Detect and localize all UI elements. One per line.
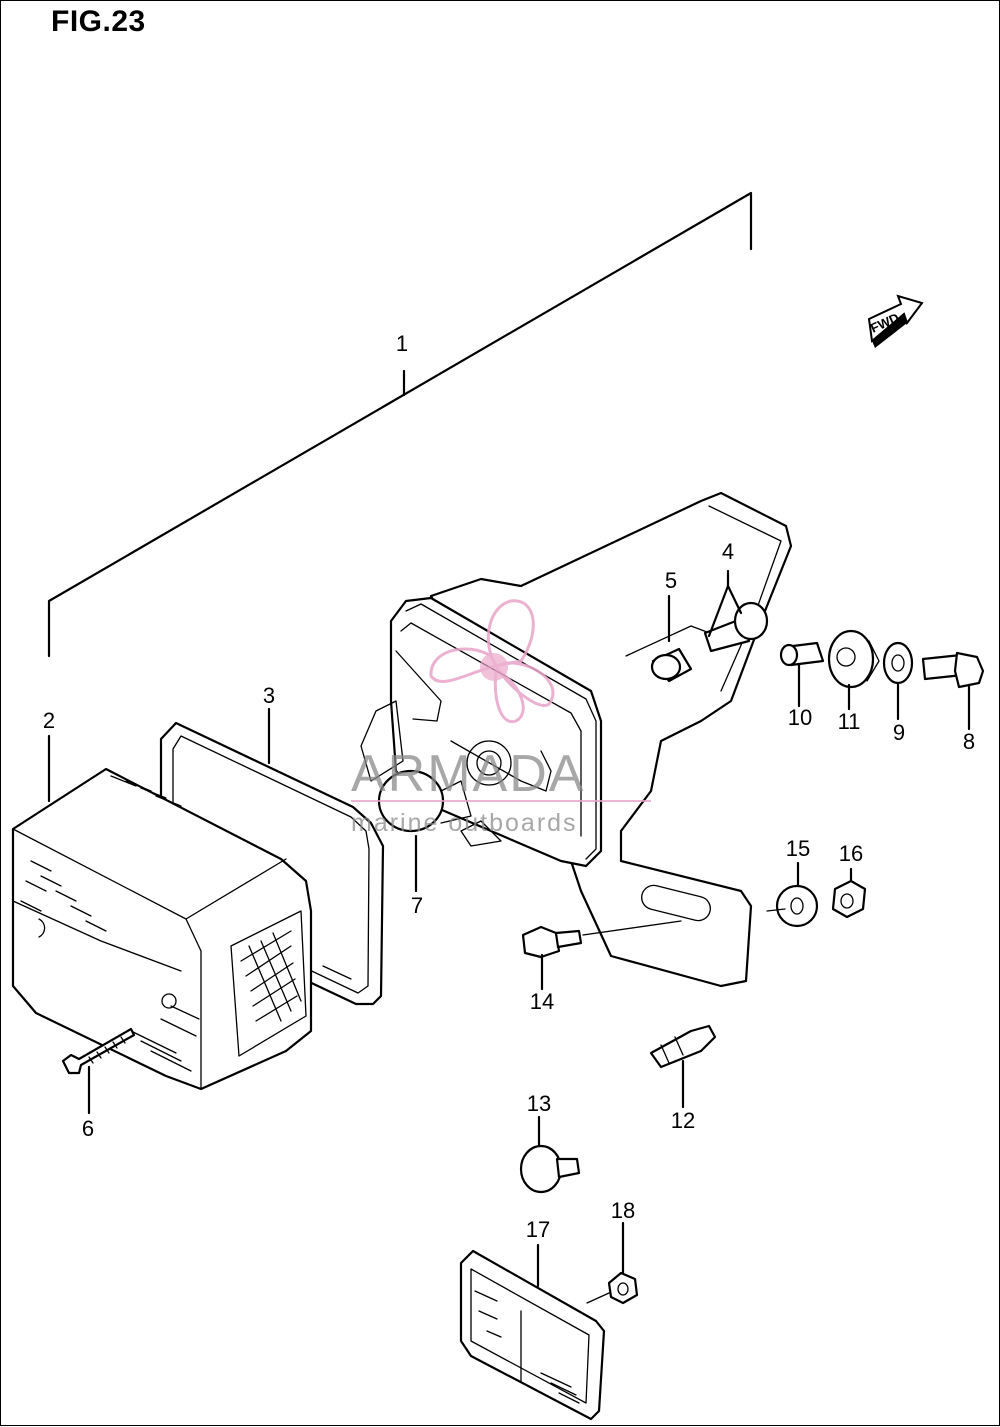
callout-4: 4: [722, 539, 734, 564]
washer: [882, 641, 914, 685]
callout-5: 5: [665, 568, 677, 593]
callout-18: 18: [611, 1198, 635, 1223]
license-lamp-lens: [459, 1249, 606, 1421]
callout-11: 11: [838, 709, 861, 734]
watermark-brand: ARMADA: [351, 745, 585, 803]
hex-nut: [831, 879, 867, 919]
mounting-bracket: [429, 491, 793, 988]
grommet: [827, 629, 880, 689]
license-plate-bulb: [519, 1144, 581, 1194]
callout-14: 14: [530, 989, 554, 1014]
flange-bolt: [521, 920, 682, 959]
callout-12: 12: [671, 1108, 695, 1133]
mounting-bolt: [703, 601, 769, 653]
assembly-bracket-line: [47, 191, 753, 658]
spacer: [779, 641, 825, 667]
figure-title: FIG.23: [51, 5, 146, 38]
callout-10: 10: [788, 705, 812, 730]
lens-screw: [61, 1027, 136, 1075]
callout-17: 17: [526, 1217, 550, 1242]
watermark-tagline: marine outboards: [351, 809, 578, 837]
flat-washer: [766, 884, 819, 928]
callout-9: 9: [893, 720, 905, 745]
callout-16: 16: [839, 841, 863, 866]
callout-6: 6: [82, 1116, 94, 1141]
forward-arrow-icon: FWD: [867, 294, 924, 348]
callout-2: 2: [43, 708, 55, 733]
callout-13: 13: [527, 1091, 551, 1116]
callout-8: 8: [963, 729, 975, 754]
callout-1: 1: [396, 331, 408, 356]
collar: [650, 647, 693, 683]
taillight-lens: [11, 767, 313, 1091]
hex-bolt: [921, 651, 985, 689]
wedge-bulb: [649, 1024, 717, 1069]
lens-nut: [586, 1271, 639, 1305]
callout-7: 7: [411, 893, 423, 918]
callout-3: 3: [263, 683, 275, 708]
propeller-logo-icon: [429, 599, 555, 724]
callout-labels: 1 2 3 4 5 6 7 8 9 10 11 12 13 14 15 16 1…: [43, 331, 975, 1242]
callout-15: 15: [786, 836, 810, 861]
leader-lines: [47, 569, 971, 1288]
watermark: ARMADA marine outboards: [351, 599, 651, 837]
